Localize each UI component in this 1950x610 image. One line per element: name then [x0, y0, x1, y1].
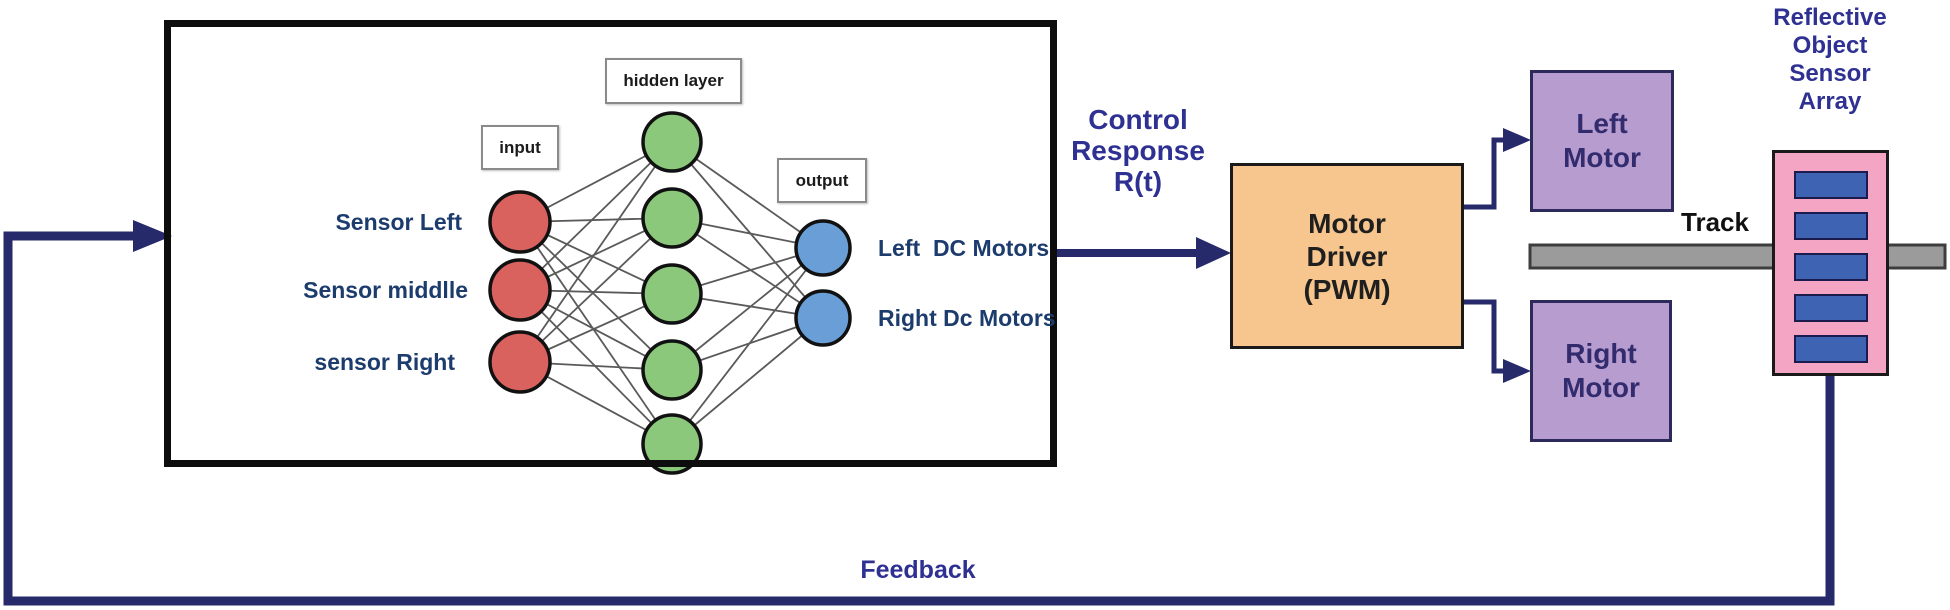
left-motor-connector — [1460, 128, 1531, 210]
right-motor-arrowhead — [1503, 359, 1531, 383]
sensor-right-label: sensor Right — [314, 349, 455, 375]
input-node-group — [488, 190, 552, 394]
input-layer-box: input — [481, 125, 559, 170]
sensor-cell — [1793, 171, 1868, 199]
control-response-arrow — [1052, 237, 1231, 269]
sensor-cell — [1793, 294, 1868, 322]
sensor-array-box — [1772, 150, 1889, 376]
sensor-middle-label: Sensor middlle — [303, 277, 468, 303]
sensor-cell — [1793, 253, 1868, 281]
feedback-label: Feedback — [860, 556, 976, 584]
output-node-group — [794, 219, 852, 347]
hidden-node-2 — [641, 187, 703, 249]
input-node-3 — [488, 330, 552, 394]
hidden-layer-label: hidden layer — [623, 71, 724, 90]
control-response-label: Control Response R(t) — [1071, 104, 1205, 197]
right-dc-motors-label: Right Dc Motors — [878, 305, 1056, 331]
feedback-line — [3, 220, 1835, 606]
output-node-2 — [794, 289, 852, 347]
output-node-1 — [794, 219, 852, 277]
track-label: Track — [1681, 207, 1749, 237]
left-motor-box: Left Motor — [1530, 70, 1674, 212]
input-node-1 — [488, 190, 552, 254]
left-dc-motors-label: Left DC Motors — [878, 235, 1050, 261]
right-motor-connector — [1460, 299, 1531, 383]
left-motor-arrowhead — [1503, 128, 1531, 152]
hidden-node-4 — [641, 339, 703, 401]
input-node-2 — [488, 258, 552, 322]
right-motor-box: Right Motor — [1530, 300, 1672, 442]
output-layer-label: output — [795, 170, 849, 190]
hidden-node-3 — [641, 263, 703, 325]
sensor-left-label: Sensor Left — [335, 209, 462, 235]
sensor-cell — [1793, 212, 1868, 240]
motor-driver-box: Motor Driver (PWM) — [1230, 163, 1464, 349]
hidden-node-group — [641, 111, 703, 475]
hidden-node-5 — [641, 413, 703, 475]
control-arrowhead — [1196, 237, 1231, 269]
sensor-cell — [1793, 335, 1868, 363]
sensor-array-title: Reflective Object Sensor Array — [1773, 4, 1887, 115]
input-layer-label: input — [499, 137, 541, 157]
hidden-layer-box: hidden layer — [605, 58, 742, 104]
hidden-node-1 — [641, 111, 703, 173]
nn-controller-box — [164, 20, 1057, 467]
feedback-arrowhead — [133, 220, 172, 252]
output-layer-box: output — [777, 158, 867, 203]
